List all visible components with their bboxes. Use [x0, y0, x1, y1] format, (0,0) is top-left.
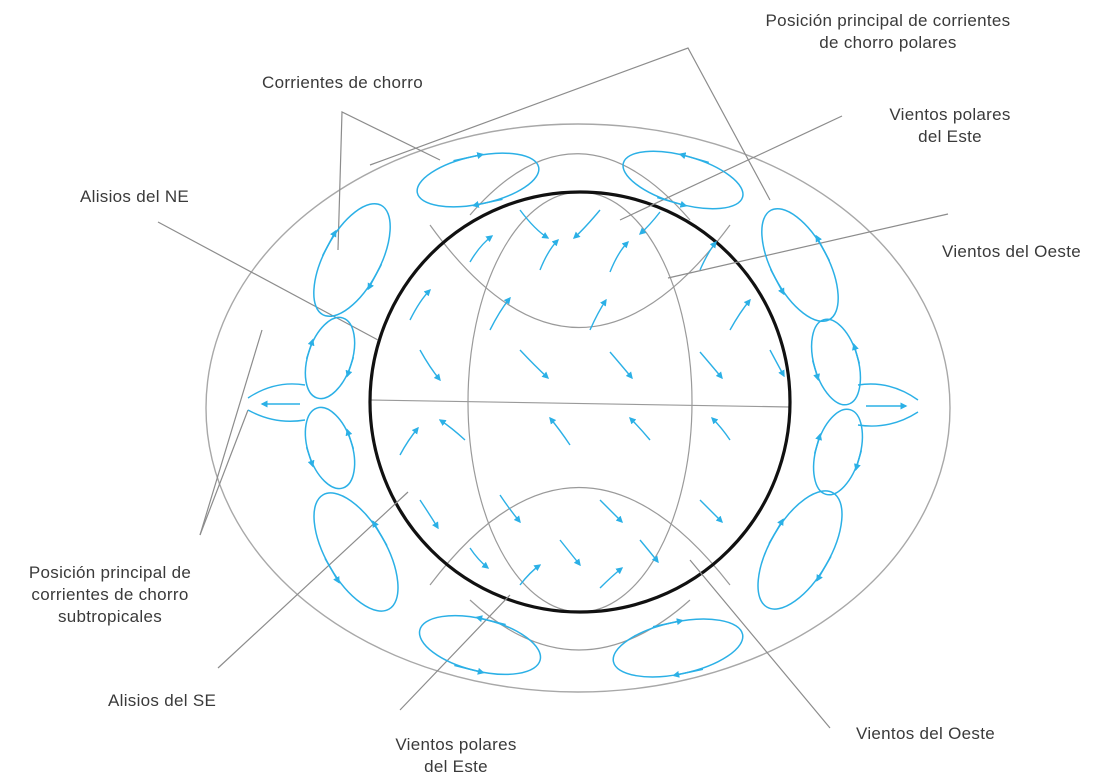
leader-jet-streams [337, 111, 441, 251]
wind-cell [304, 406, 356, 490]
label-ne-trades: Alisios del NE [80, 186, 189, 208]
globe-wind-arrows [399, 209, 785, 589]
wind-cell [812, 408, 864, 496]
atmosphere-outline [205, 123, 951, 693]
wind-cells [304, 150, 864, 678]
label-subtropical-jet-main-line2: corrientes de chorro [31, 585, 189, 604]
leader-polar-easterlies-top [619, 115, 843, 221]
wind-cell [757, 490, 843, 610]
leader-ne-trades [157, 221, 379, 341]
label-ne-trades-text: Alisios del NE [80, 187, 190, 206]
label-polar-easterlies-top-line1: Vientos polares [889, 105, 1011, 124]
label-polar-easterlies-bottom: Vientos polares del Este [356, 734, 556, 778]
label-polar-easterlies-bottom-line1: Vientos polares [395, 735, 517, 754]
wind-cell [761, 207, 839, 323]
leader-lines [157, 47, 949, 729]
label-westerlies-bottom: Vientos del Oeste [856, 723, 995, 745]
label-polar-jet-main-line2: de chorro polares [819, 33, 957, 52]
label-subtropical-jet-main: Posición principal de corrientes de chor… [0, 562, 220, 628]
label-subtropical-jet-main-line3: subtropicales [57, 607, 163, 626]
label-jet-streams: Corrientes de chorro [262, 72, 423, 94]
upper-parallel-arc-2 [469, 153, 691, 221]
label-westerlies-top: Vientos del Oeste [942, 241, 1081, 263]
wind-cell [304, 316, 356, 400]
equator-line [369, 399, 791, 408]
leader-polar-easterlies-bottom [399, 594, 511, 711]
globe-grid [369, 153, 791, 651]
label-westerlies-top-text: Vientos del Oeste [942, 242, 1081, 261]
label-subtropical-jet-main-line1: Posición principal de [28, 563, 192, 582]
wind-cell [612, 618, 744, 678]
leader-westerlies-top [667, 213, 949, 279]
label-polar-jet-main-line1: Posición principal de corrientes [765, 11, 1011, 30]
label-polar-easterlies-top-line2: del Este [918, 127, 982, 146]
upper-parallel-arc [429, 224, 731, 328]
wind-cell [416, 152, 540, 208]
wind-cell [313, 202, 391, 318]
wind-cell [810, 318, 862, 406]
edge-flow-arrows [247, 383, 919, 427]
leader-subtropical-jet-b [199, 409, 249, 536]
lower-parallel-arc [429, 487, 731, 586]
leader-subtropical-jet-a [199, 329, 263, 536]
leader-se-trades [217, 491, 409, 669]
label-se-trades: Alisios del SE [108, 690, 216, 712]
label-jet-streams-text: Corrientes de chorro [262, 73, 423, 92]
label-polar-easterlies-bottom-line2: del Este [424, 757, 488, 776]
globe-outline [368, 190, 792, 614]
wind-cell [313, 492, 399, 612]
leader-westerlies-bottom [689, 559, 831, 729]
label-polar-easterlies-top: Vientos polares del Este [850, 104, 1050, 148]
leader-polar-jet-main [369, 47, 771, 201]
wind-cell [622, 150, 744, 210]
label-westerlies-bottom-text: Vientos del Oeste [856, 724, 995, 743]
wind-cell [418, 614, 542, 676]
label-polar-jet-main: Posición principal de corrientes de chor… [728, 10, 1048, 54]
label-se-trades-text: Alisios del SE [108, 691, 217, 710]
